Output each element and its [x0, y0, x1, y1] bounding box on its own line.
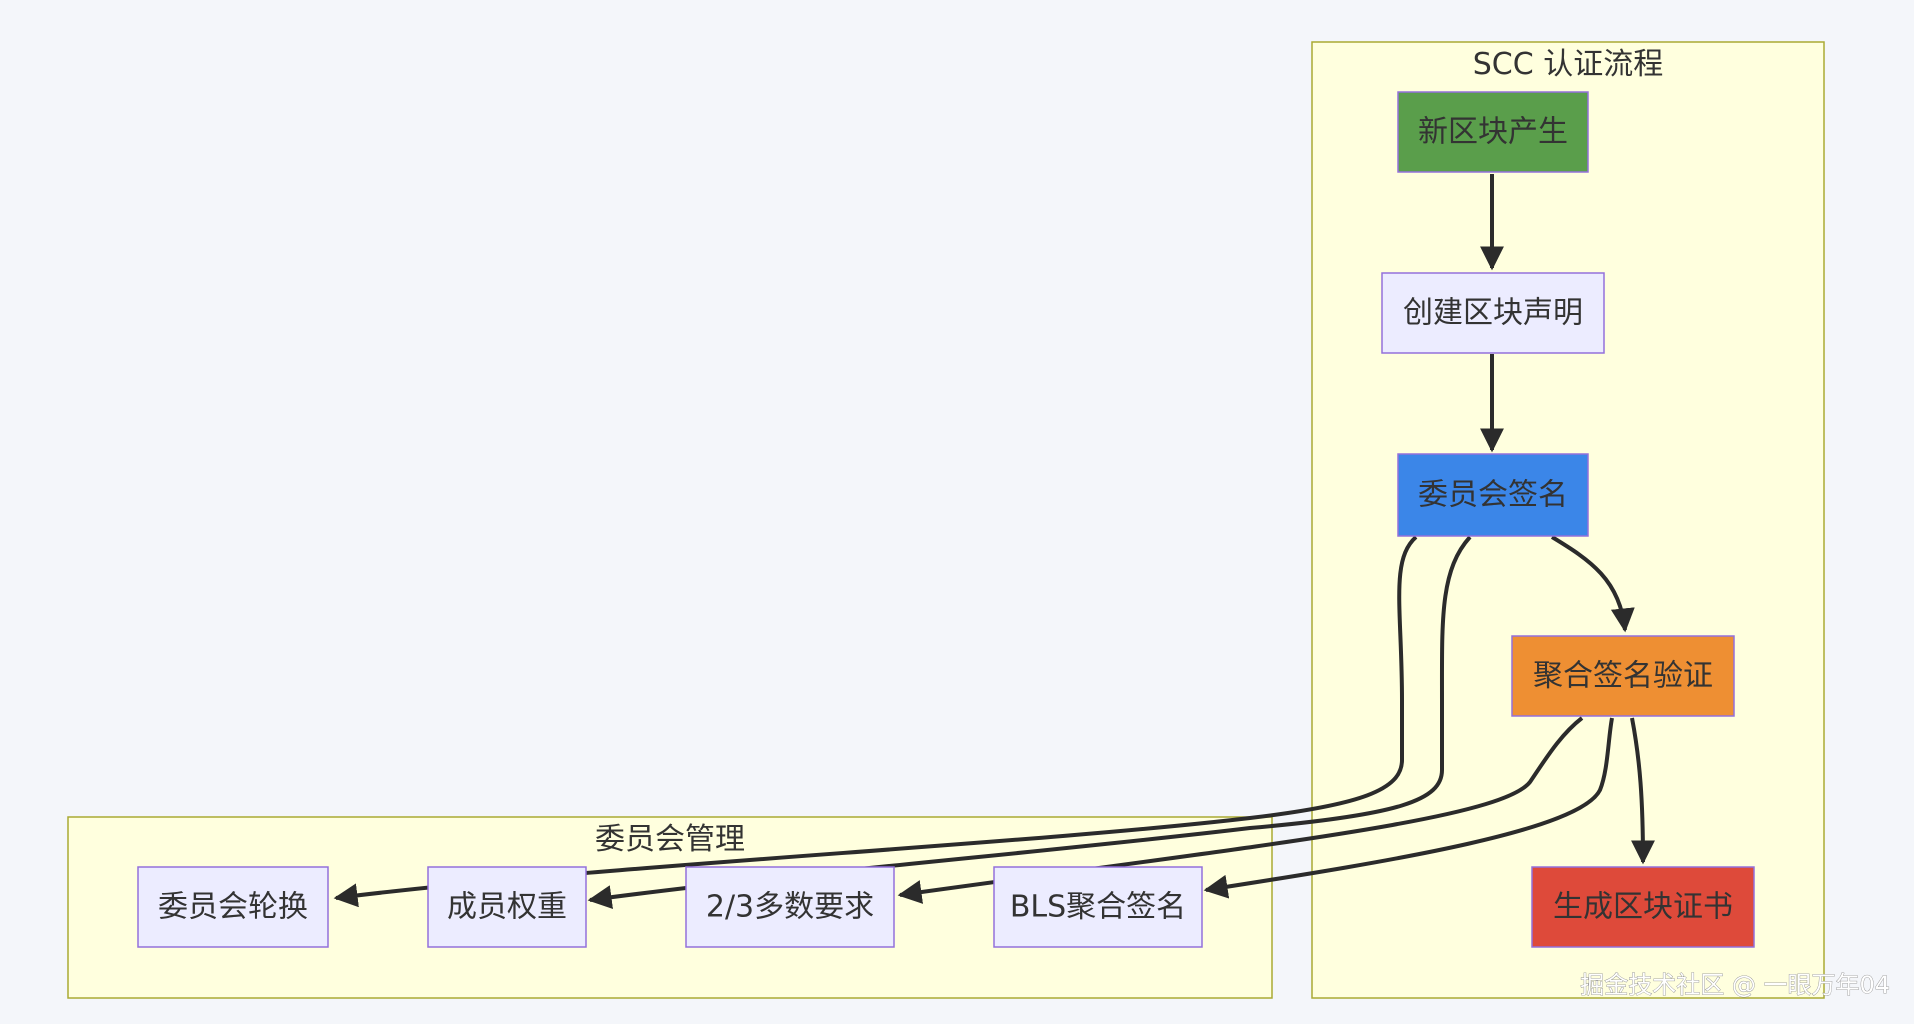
node-agg-verify-box: [1511, 635, 1735, 717]
node-member-weight-box: [427, 866, 587, 948]
node-member-weight-label: 成员权重: [447, 890, 567, 925]
cluster-scc-title: SCC 认证流程: [1473, 47, 1663, 82]
node-create-claim-box: [1381, 272, 1605, 354]
node-bls-aggregate-signature: BLS聚合签名: [993, 866, 1203, 948]
node-two-thirds-majority-box: [685, 866, 895, 948]
node-bls-aggregate-signature-label: BLS聚合签名: [1010, 890, 1186, 925]
node-new-block-label: 新区块产生: [1418, 115, 1568, 150]
watermark-text: 掘金技术社区 @ 一眼万年04: [1580, 971, 1890, 999]
node-new-block: 新区块产生: [1397, 91, 1589, 173]
node-committee-rotation-label: 委员会轮换: [158, 890, 308, 925]
node-agg-verify-label: 聚合签名验证: [1533, 659, 1713, 694]
node-two-thirds-majority-label: 2/3多数要求: [706, 890, 874, 925]
node-member-weight: 成员权重: [427, 866, 587, 948]
node-committee-sign-label: 委员会签名: [1418, 478, 1568, 513]
edge-agg-verify-to-gen-cert: [1630, 717, 1655, 865]
node-committee-rotation: 委员会轮换: [137, 866, 329, 948]
node-new-block-box: [1397, 91, 1589, 173]
node-bls-aggregate-signature-box: [993, 866, 1203, 948]
edge-committee-sign-to-rotation: [333, 535, 1418, 908]
node-agg-verify: 聚合签名验证: [1511, 635, 1735, 717]
edge-committee-sign-to-agg-verify: [1550, 535, 1635, 633]
node-gen-cert-label: 生成区块证书: [1553, 890, 1733, 925]
edge-agg-verify-to-bls: [1203, 717, 1614, 899]
node-create-claim: 创建区块声明: [1381, 272, 1605, 354]
node-two-thirds-majority: 2/3多数要求: [685, 866, 895, 948]
node-create-claim-label: 创建区块声明: [1403, 296, 1583, 331]
node-committee-rotation-box: [137, 866, 329, 948]
edge-agg-verify-to-two-thirds: [897, 716, 1584, 904]
node-gen-cert: 生成区块证书: [1531, 866, 1755, 948]
cluster-committee-title: 委员会管理: [595, 822, 745, 857]
node-committee-sign-box: [1397, 453, 1589, 537]
node-gen-cert-box: [1531, 866, 1755, 948]
node-committee-sign: 委员会签名: [1397, 453, 1589, 537]
